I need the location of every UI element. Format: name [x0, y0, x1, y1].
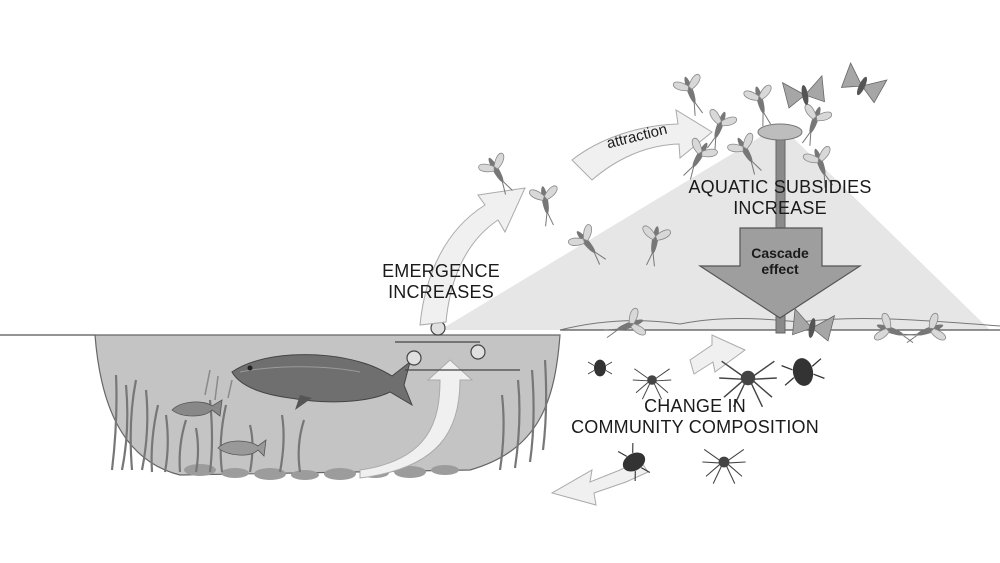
ground-line — [0, 330, 1000, 335]
community-label: CHANGE IN COMMUNITY COMPOSITION — [552, 396, 838, 437]
emergence-label: EMERGENCE INCREASES — [372, 261, 510, 302]
subsidies-label-line2: INCREASE — [666, 198, 894, 219]
emergence-label-line1: EMERGENCE — [372, 261, 510, 282]
community-label-line2: COMMUNITY COMPOSITION — [552, 417, 838, 438]
subsidies-label-line1: AQUATIC SUBSIDIES — [666, 177, 894, 198]
cascade-label-line1: Cascade — [738, 245, 822, 261]
cascade-label-line2: effect — [738, 261, 822, 277]
subsidies-label: AQUATIC SUBSIDIES INCREASE — [666, 177, 894, 218]
community-label-line1: CHANGE IN — [552, 396, 838, 417]
emergence-label-line2: INCREASES — [372, 282, 510, 303]
cascade-label: Cascade effect — [738, 245, 822, 277]
community-arrow — [690, 335, 745, 374]
